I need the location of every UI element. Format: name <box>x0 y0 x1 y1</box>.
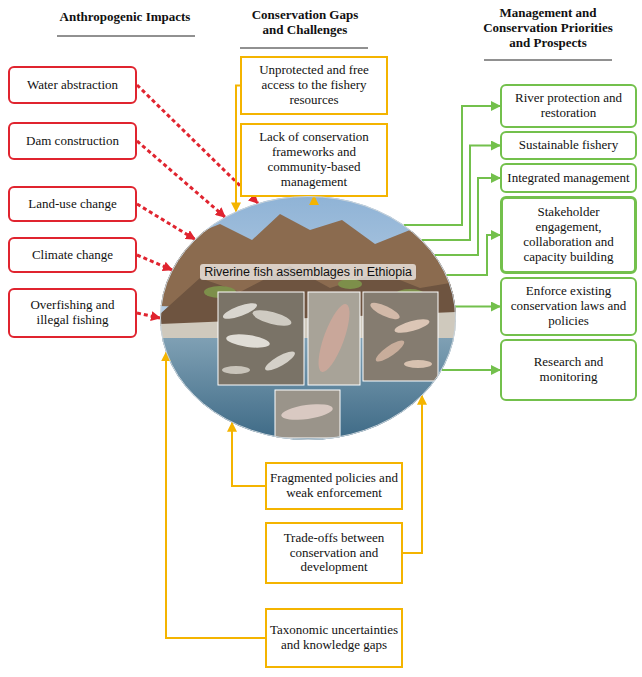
box-label: Research and monitoring <box>505 355 632 385</box>
fish-photo <box>308 292 360 385</box>
box-label: Water abstraction <box>27 78 118 93</box>
box-label: Enforce existing conservation laws and p… <box>505 284 632 329</box>
ellipse-label-wrap: Riverine fish assemblages in Ethiopia <box>160 262 456 280</box>
fish <box>404 360 432 368</box>
priority-arrow <box>422 146 500 241</box>
shrub <box>338 279 362 289</box>
box-label: Unprotected and free access to the fishe… <box>245 63 383 108</box>
underline <box>240 48 368 49</box>
central-label: Riverine fish assemblages in Ethiopia <box>200 264 416 280</box>
fish <box>222 366 250 374</box>
fish <box>373 337 407 365</box>
challenge-box: Lack of conservation frameworks and comm… <box>240 123 388 197</box>
challenge-box: Unprotected and free access to the fishe… <box>240 56 388 115</box>
priority-arrow <box>442 369 500 371</box>
fish <box>312 301 355 375</box>
priority-arrow <box>435 178 500 255</box>
impact-box: Land-use change <box>8 186 137 222</box>
impact-box: Water abstraction <box>8 66 137 104</box>
fish-photo <box>218 292 304 385</box>
fish-photo <box>275 390 340 438</box>
challenge-box: Trade-offs between conservation and deve… <box>265 522 403 584</box>
impact-arrow <box>137 313 160 318</box>
underline <box>484 60 612 61</box>
priority-arrow <box>455 306 500 308</box>
priority-box: Enforce existing conservation laws and p… <box>500 277 637 336</box>
challenge-arrow <box>403 396 422 553</box>
ellipse-outline <box>160 196 456 440</box>
box-label: Integrated management <box>507 171 629 186</box>
challenge-arrow <box>166 352 265 638</box>
box-label: Overfishing and illegal fishing <box>13 298 132 328</box>
fish <box>221 300 258 322</box>
impact-arrow <box>137 255 172 270</box>
impact-arrow <box>137 204 195 239</box>
box-label: Dam construction <box>26 134 119 149</box>
fish-photo <box>363 292 438 381</box>
underline <box>57 36 195 37</box>
challenge-box: Fragmented policies and weak enforcement <box>265 462 403 510</box>
box-label: Stakeholder engagement, collaboration an… <box>506 205 631 265</box>
box-label: Land-use change <box>28 197 116 212</box>
fish <box>280 401 333 422</box>
box-label: Climate change <box>32 248 113 263</box>
priority-box: River protection and restoration <box>500 84 637 128</box>
fish <box>263 348 297 374</box>
column-heading: Management and Conservation Priorities a… <box>473 6 623 51</box>
sky <box>160 196 456 440</box>
priority-box: Integrated management <box>500 163 637 193</box>
box-label: Sustainable fishery <box>519 138 618 153</box>
impact-box: Dam construction <box>8 122 137 160</box>
box-label: Fragmented policies and weak enforcement <box>270 471 398 501</box>
fish <box>393 317 430 336</box>
box-label: Lack of conservation frameworks and comm… <box>245 130 383 190</box>
priority-arrow <box>447 235 501 275</box>
priority-box: Research and monitoring <box>500 339 637 401</box>
photo-content <box>160 196 456 440</box>
fish <box>368 300 401 323</box>
priority-arrow <box>404 106 500 225</box>
fish <box>225 332 270 350</box>
fish <box>251 307 293 329</box>
river-photo <box>160 196 456 440</box>
challenge-arrow <box>232 423 265 486</box>
impact-box: Climate change <box>8 237 137 273</box>
column-heading: Conservation Gaps and Challenges <box>240 8 370 38</box>
impact-arrow <box>137 141 225 217</box>
column-heading: Anthropogenic Impacts <box>40 10 210 25</box>
box-label: Trade-offs between conservation and deve… <box>270 531 398 576</box>
impact-box: Overfishing and illegal fishing <box>8 288 137 338</box>
box-label: Taxonomic uncertainties and knowledge ga… <box>270 623 398 653</box>
priority-box: Sustainable fishery <box>500 131 637 160</box>
ellipse-border <box>161 197 456 440</box>
challenge-box: Taxonomic uncertainties and knowledge ga… <box>265 608 403 668</box>
priority-box: Stakeholder engagement, collaboration an… <box>500 196 637 274</box>
box-label: River protection and restoration <box>505 91 632 121</box>
central-ellipse: Riverine fish assemblages in Ethiopia <box>160 196 456 440</box>
